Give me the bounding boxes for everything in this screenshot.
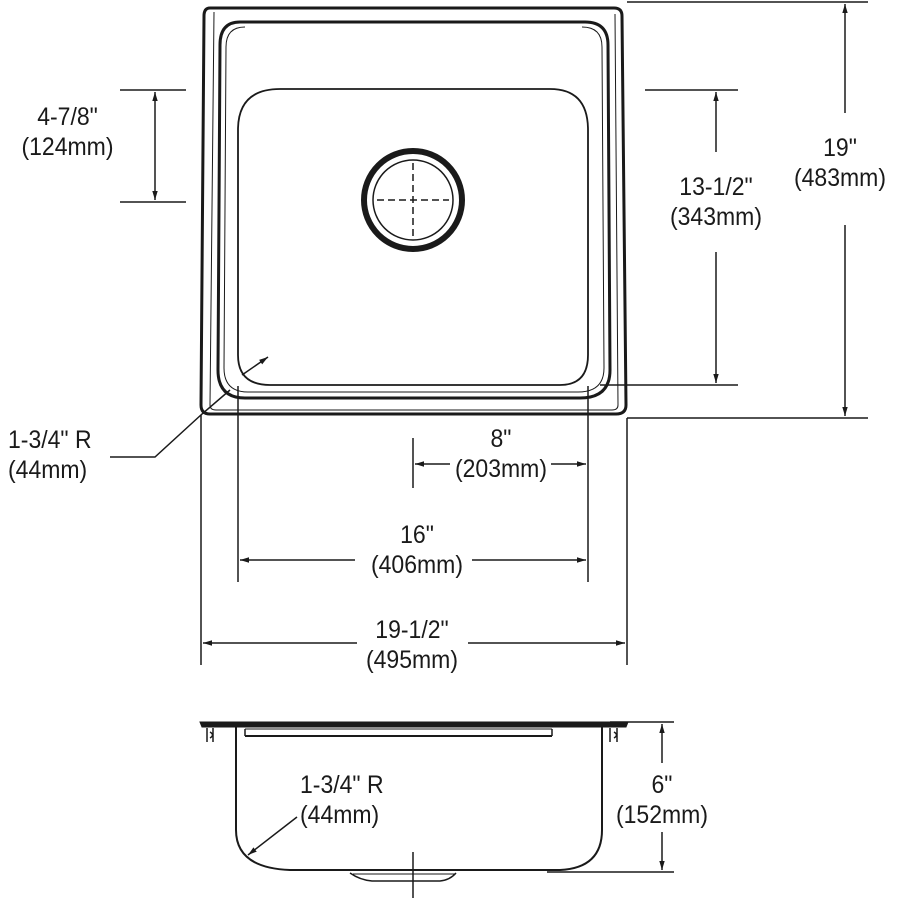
dim-metric: (44mm) xyxy=(300,801,380,829)
label-bowl-length: 13-1/2" (343mm) xyxy=(657,172,775,232)
dim-imperial: 1-3/4" R xyxy=(300,771,384,799)
dim-bowl-length xyxy=(600,89,738,386)
sink-bowl-outline xyxy=(237,88,589,386)
dim-metric: (495mm) xyxy=(365,646,458,674)
dim-imperial: 1-3/4" R xyxy=(8,426,92,454)
dim-metric: (483mm) xyxy=(793,164,886,192)
label-overall-length: 19" (483mm) xyxy=(783,133,897,193)
corner-radius-leader xyxy=(110,356,269,458)
side-radius-leader xyxy=(247,816,298,856)
dim-imperial: 4-7/8" xyxy=(37,103,98,131)
label-corner-radius: 1-3/4" R (44mm) xyxy=(8,425,109,485)
dim-metric: (124mm) xyxy=(21,133,114,161)
label-side-radius: 1-3/4" R (44mm) xyxy=(300,770,401,830)
sink-side-view xyxy=(199,721,629,898)
dim-metric: (152mm) xyxy=(615,801,708,829)
drain-icon xyxy=(361,148,465,252)
dim-imperial: 13-1/2" xyxy=(679,173,753,201)
dim-imperial: 16" xyxy=(400,521,434,549)
dim-metric: (343mm) xyxy=(669,203,762,231)
dim-imperial: 8" xyxy=(490,425,512,453)
dim-overall-length xyxy=(626,1,868,665)
label-overall-width: 19-1/2" (495mm) xyxy=(355,615,469,675)
dim-bowl-front-to-drain xyxy=(120,89,186,203)
label-bowl-front-to-drain: 4-7/8" (124mm) xyxy=(10,102,125,162)
dim-metric: (44mm) xyxy=(8,456,88,484)
sink-inner-rim xyxy=(216,20,612,400)
dim-depth xyxy=(547,721,674,873)
dim-imperial: 19-1/2" xyxy=(375,616,449,644)
dim-imperial: 6" xyxy=(651,771,673,799)
dim-metric: (406mm) xyxy=(370,551,463,579)
label-drain-offset: 8" (203mm) xyxy=(445,424,557,484)
label-depth: 6" (152mm) xyxy=(605,770,719,830)
dim-imperial: 19" xyxy=(823,134,857,162)
label-bowl-width: 16" (406mm) xyxy=(360,520,474,580)
dim-metric: (203mm) xyxy=(454,455,547,483)
